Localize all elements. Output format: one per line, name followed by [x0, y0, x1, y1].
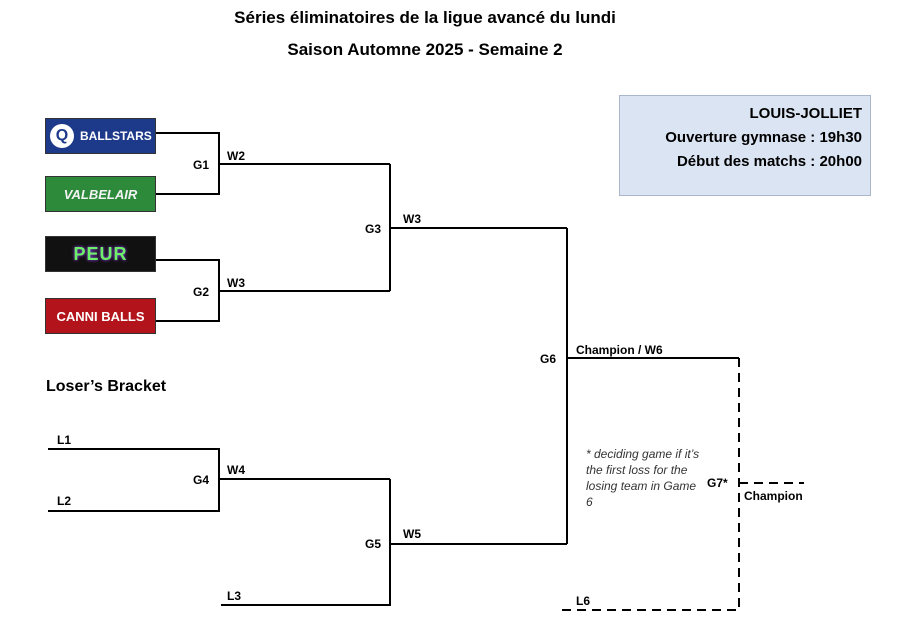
game-label-g2: G2 [193, 285, 210, 299]
line-g7 [560, 358, 804, 611]
line-g5 [221, 479, 567, 606]
game-label-g1: G1 [193, 158, 210, 172]
losers-bracket-title: Loser’s Bracket [46, 378, 167, 395]
team-name: CANNI BALLS [56, 308, 145, 324]
game-label-g4: G4 [193, 473, 210, 487]
result-label-w3-g3: W3 [403, 212, 421, 226]
team-logo-ballstars: Q BALLSTARS [45, 118, 156, 154]
result-label-champion-w6: Champion / W6 [576, 343, 663, 357]
venue-label: LOUIS-JOLLIET [749, 105, 863, 122]
line-g1 [156, 132, 390, 195]
line-g6 [566, 228, 739, 544]
team-logo-valbelair: VALBELAIR [45, 176, 156, 212]
game-label-g3: G3 [365, 222, 382, 236]
game-label-g7: G7* [707, 476, 728, 490]
loser-label-l1: L1 [57, 433, 72, 447]
info-box: LOUIS-JOLLIET Ouverture gymnase : 19h30 … [619, 95, 871, 196]
deciding-game-note: * deciding game if it’s the first loss f… [586, 447, 700, 509]
line-g4 [48, 448, 390, 512]
team-name: VALBELAIR [63, 186, 138, 202]
result-label-l6: L6 [576, 594, 591, 608]
q-icon: Q [50, 124, 74, 148]
loser-label-l3: L3 [227, 589, 242, 603]
result-label-champion: Champion [744, 489, 803, 503]
result-label-w2: W2 [227, 149, 245, 163]
line-g2 [156, 259, 390, 322]
loser-label-l2: L2 [57, 494, 72, 508]
page-title: Séries éliminatoires de la ligue avancé … [234, 8, 616, 27]
team-name: PEUR [73, 243, 128, 264]
game-label-g5: G5 [365, 537, 382, 551]
result-label-w4: W4 [227, 463, 245, 477]
line-g3 [389, 164, 567, 291]
result-label-w3: W3 [227, 276, 245, 290]
match-start-label: Début des matchs : 20h00 [676, 153, 862, 170]
team-name: BALLSTARS [80, 129, 152, 143]
result-label-w5: W5 [403, 527, 421, 541]
team-logo-peur: PEUR [45, 236, 156, 272]
page-subtitle: Saison Automne 2025 - Semaine 2 [287, 40, 563, 59]
game-label-g6: G6 [540, 352, 557, 366]
gym-opening-label: Ouverture gymnase : 19h30 [665, 129, 862, 146]
team-logo-canni-balls: CANNI BALLS [45, 298, 156, 334]
